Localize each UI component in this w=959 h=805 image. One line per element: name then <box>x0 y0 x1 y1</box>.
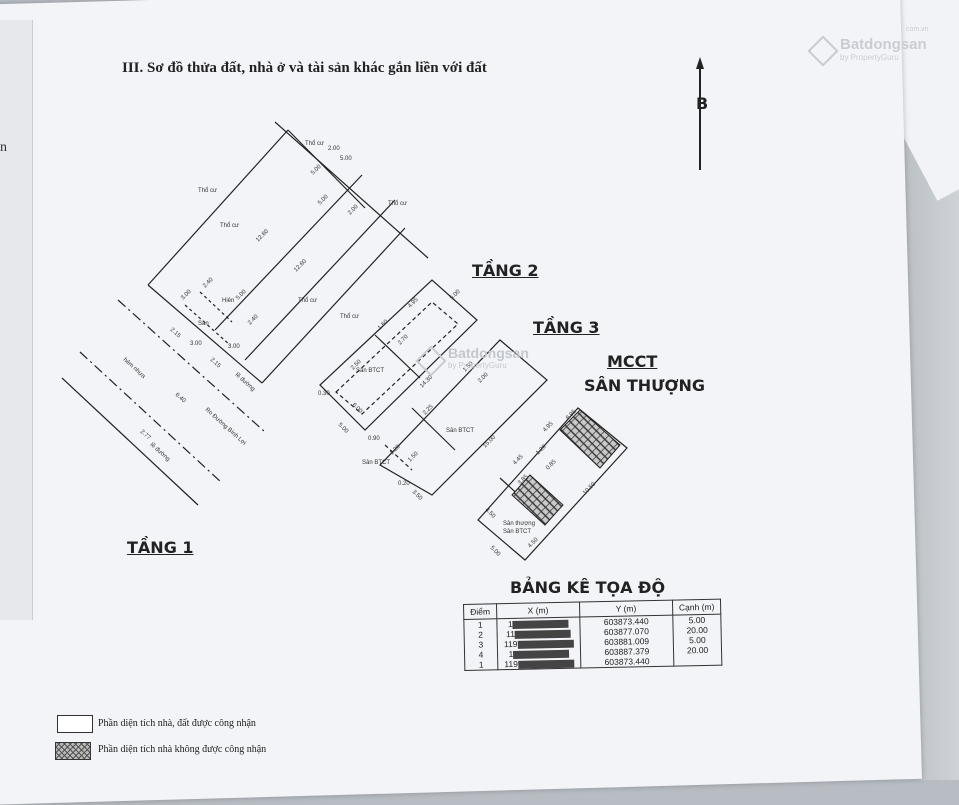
watermark-sub: by PropertyGuru <box>840 53 899 62</box>
dim-label: 4.95 <box>542 420 555 433</box>
col-header-x: X (m) <box>496 602 580 619</box>
plan-label-tho-cu: Thổ cư <box>198 187 217 194</box>
cell-point: 1 <box>463 618 497 630</box>
dim-label: 5.00 <box>337 422 350 435</box>
dim-label: 12.60 <box>255 228 270 243</box>
coordinate-table: Điểm X (m) Y (m) Cạnh (m) 1 1 603873.440… <box>463 598 723 671</box>
plan-label-san-btct: Sân BTCT <box>503 529 531 535</box>
dim-label: 4.50 <box>527 536 540 549</box>
plan-label-tho-cu: Thổ cư <box>340 313 359 320</box>
mcct-heading: MCCT <box>607 352 658 371</box>
dim-label: 4.45 <box>512 453 525 466</box>
page-fold-edge <box>0 20 33 620</box>
dim-label: 2.15 <box>169 327 182 340</box>
north-label: B <box>696 94 709 113</box>
dim-label: 3.00 <box>190 341 202 347</box>
cell-point: 2 <box>464 629 498 640</box>
plan-label-san-btct: Sân BTCT <box>356 368 384 374</box>
cell-x: 119 <box>497 657 581 670</box>
watermark-domain: com.vn <box>906 26 929 33</box>
dim-label: 5.00 <box>449 288 462 301</box>
plan-label-san: Sân <box>198 321 209 327</box>
dim-label: 2.00 <box>347 203 360 216</box>
legend-not-recognized-label: Phần diện tích nhà không được công nhận <box>98 744 267 755</box>
watermark-center: Batdongsan by PropertyGuru <box>448 345 529 370</box>
dim-label: 5.00 <box>235 288 248 301</box>
dim-label: 2.00 <box>477 371 490 384</box>
plan-label-san-thuong: Sân thượng <box>503 521 535 527</box>
dim-label: 6.40 <box>174 392 187 405</box>
cell-y: 603873.440 <box>580 655 674 669</box>
north-arrow-icon <box>696 57 704 170</box>
plan-label-tho-cu: Thổ cư <box>298 297 317 304</box>
cell-edge <box>673 654 723 667</box>
dim-label: 2.77 <box>139 429 152 442</box>
dim-label: 3.50 <box>411 489 424 502</box>
dim-label: 1.20 <box>535 443 548 456</box>
watermark-top: Batdongsan by PropertyGuru <box>840 36 927 62</box>
plan-label-hem-nhua: hẻm nhựa <box>122 357 147 380</box>
cell-point: 1 <box>464 659 498 671</box>
dim-label: 14.30 <box>419 374 434 389</box>
floor-1-heading: TẦNG 1 <box>127 538 194 557</box>
cell-x-visible: 11 <box>505 628 515 640</box>
dim-label: 2.00 <box>328 146 340 152</box>
dim-label: 3.00 <box>228 344 240 350</box>
dim-label: 5.00 <box>317 193 330 206</box>
watermark-brand: Batdongsan <box>840 36 927 53</box>
dim-label: 0.20 <box>398 481 410 487</box>
plan-label-tho-cu: Thổ cư <box>305 140 324 147</box>
cell-point: 4 <box>464 649 498 660</box>
col-header-point: Điểm <box>463 603 497 620</box>
dim-label: 2.15 <box>209 357 222 370</box>
cell-x-visible: 119 <box>504 658 518 670</box>
dim-label: 12.60 <box>293 258 308 273</box>
dim-label: 6.00 <box>351 402 364 415</box>
plan-label-ro-duong: Ro Đường Bình Lợi <box>204 407 247 447</box>
dim-label: 15.00 <box>482 434 497 449</box>
plan-label-le-duong: lề đường <box>149 442 171 463</box>
dim-label: 4.50 <box>484 507 497 520</box>
coordinate-table-title: BẢNG KÊ TỌA ĐỘ <box>510 578 666 597</box>
dim-label: 2.70 <box>397 333 410 346</box>
redaction-mark <box>517 659 574 669</box>
dim-label: 4.95 <box>407 296 420 309</box>
plan-label-tho-cu: Thổ cư <box>220 222 239 229</box>
legend-recognized-label: Phần diện tích nhà, đất được công nhận <box>98 718 256 729</box>
plan-label-hien: Hiên <box>222 298 234 304</box>
section-title: III. Sơ đồ thửa đất, nhà ở và tài sản kh… <box>122 60 487 76</box>
side-mark: n <box>0 140 7 155</box>
floor-3-heading: TẦNG 3 <box>533 318 600 337</box>
dim-label: 2.40 <box>202 276 215 289</box>
site-plan-drawing: Thổ cư Thổ cư Thổ cư Thổ cư Thổ cư Thổ c… <box>61 121 628 561</box>
dim-label: 0.30 <box>318 391 330 397</box>
dim-label: 2.40 <box>247 313 260 326</box>
dim-label: 0.90 <box>368 436 380 442</box>
legend-recognized-swatch <box>57 715 93 733</box>
rooftop-heading: SÂN THƯỢNG <box>584 376 706 395</box>
watermark-brand: Batdongsan <box>448 345 529 361</box>
plan-label-san-btct: Sân BTCT <box>446 428 474 434</box>
dim-label: 5.00 <box>340 156 352 162</box>
watermark-sub: by PropertyGuru <box>448 361 507 370</box>
legend-not-recognized-swatch <box>55 742 91 760</box>
plan-label-tho-cu: Thổ cư <box>388 200 407 207</box>
dim-label: 1.50 <box>407 450 420 463</box>
dim-label: 3.00 <box>180 288 193 301</box>
cell-x-visible: 119 <box>503 638 518 650</box>
floor-2-heading: TẦNG 2 <box>472 261 539 280</box>
dim-label: 5.00 <box>310 163 323 176</box>
plan-label-san-btct: Sân BTCT <box>362 460 390 466</box>
dim-label: 5.00 <box>489 545 502 558</box>
dim-label: 0.85 <box>545 458 558 471</box>
col-header-edge: Cạnh (m) <box>672 599 722 616</box>
